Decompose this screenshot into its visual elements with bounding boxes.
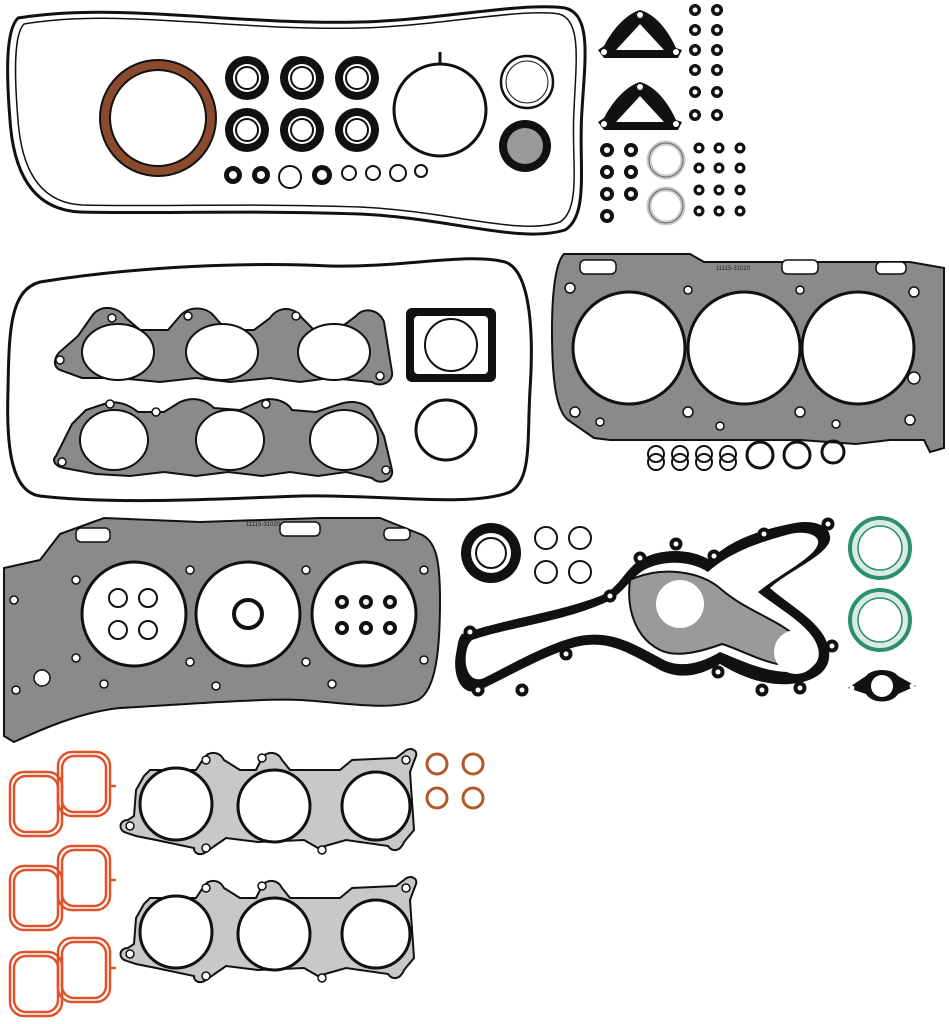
- crank-seal: [461, 523, 521, 583]
- spark-tube-seals: [534, 526, 592, 584]
- copper-washers: [425, 752, 485, 810]
- water-pump-gasket: [455, 517, 839, 697]
- intake-port-gaskets: [8, 750, 116, 1018]
- intake-plenum-gasket-upper: [54, 307, 394, 386]
- egr-square-gasket: [406, 308, 496, 382]
- cylinder-head-gasket-right: 11115-31020: [550, 253, 945, 454]
- green-o-rings: [848, 516, 912, 652]
- triangle-gasket-bottom: [598, 82, 682, 130]
- throttle-o-ring: [414, 398, 478, 462]
- water-outlet-gasket: [848, 670, 916, 702]
- exhaust-manifold-gasket-upper: [119, 748, 418, 856]
- triangle-gasket-top: [598, 10, 682, 58]
- camshaft-seals: [225, 56, 379, 152]
- throttle-body-gasket: [392, 52, 488, 158]
- thermostat-seals: [499, 54, 555, 172]
- head-bore-seals-left: [108, 588, 397, 640]
- cylinder-head-gasket-left: 11115-31020: [3, 516, 442, 744]
- valve-cover-gasket-right: [6, 5, 587, 236]
- timing-cover-gasket: [6, 257, 533, 503]
- intake-plenum-gasket-lower: [53, 398, 394, 483]
- small-seals-grid: [600, 140, 746, 226]
- rear-main-seal: [99, 59, 217, 177]
- small-o-rings-row: [224, 164, 428, 189]
- injector-o-rings-top: [689, 4, 723, 121]
- head-gasket-mark-right: 11115-31020: [716, 266, 751, 272]
- head-bore-seals-right: [647, 439, 846, 471]
- head-gasket-mark-left: 11115-31020: [246, 522, 281, 528]
- exhaust-manifold-gasket-lower: [119, 876, 418, 984]
